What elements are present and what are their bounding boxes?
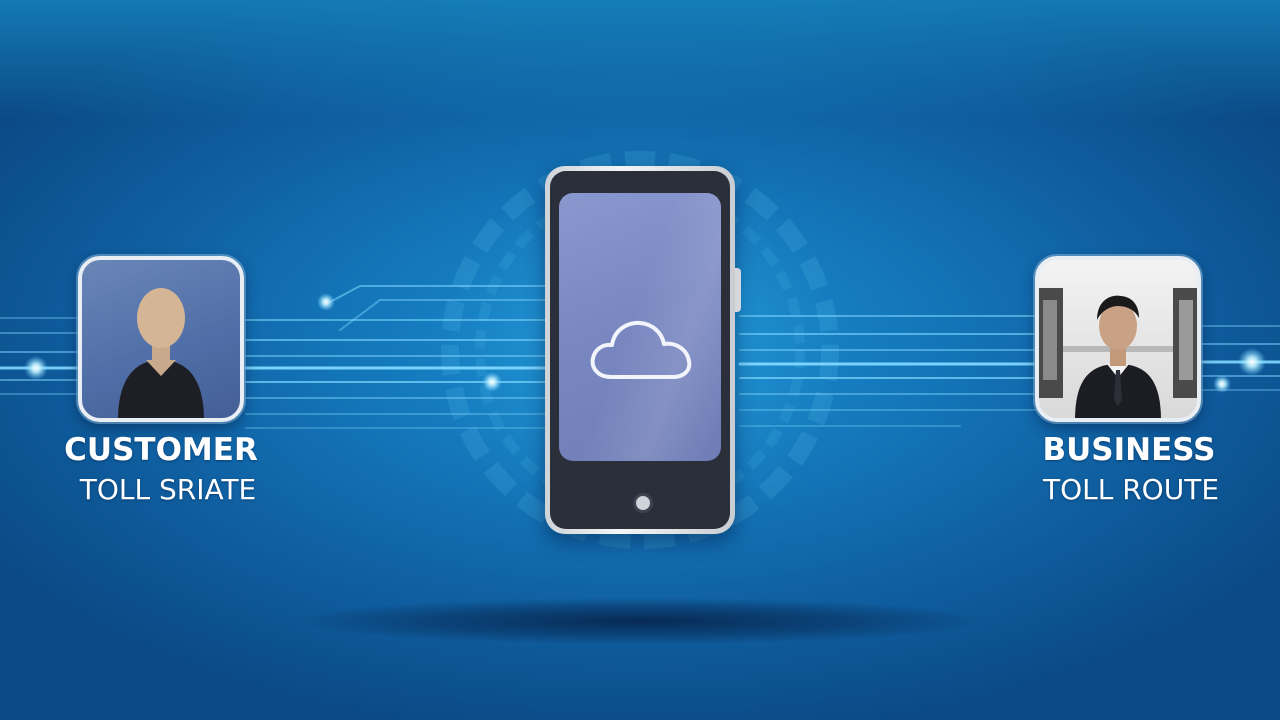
home-button (633, 493, 653, 513)
customer-title: CUSTOMER (64, 432, 258, 468)
customer-avatar-card (78, 256, 244, 422)
businessman-avatar-icon (1039, 288, 1197, 418)
left-line-bundle (0, 285, 550, 429)
business-title: BUSINESS (1042, 432, 1216, 468)
business-avatar-card (1035, 256, 1201, 422)
right-line-bundle (738, 315, 1280, 427)
customer-subtitle: TOLL SRIATE (79, 473, 257, 506)
glow-nodes (24, 293, 1266, 393)
phone-screen (559, 193, 721, 461)
background-glow (0, 0, 1280, 120)
customer-avatar-icon (118, 288, 204, 418)
phone-side-button (735, 268, 741, 312)
smartphone (545, 166, 735, 534)
business-subtitle: TOLL ROUTE (1042, 473, 1220, 506)
phone-floor-shadow (300, 598, 980, 644)
cloud-icon (590, 320, 692, 379)
phone-body (550, 171, 730, 529)
